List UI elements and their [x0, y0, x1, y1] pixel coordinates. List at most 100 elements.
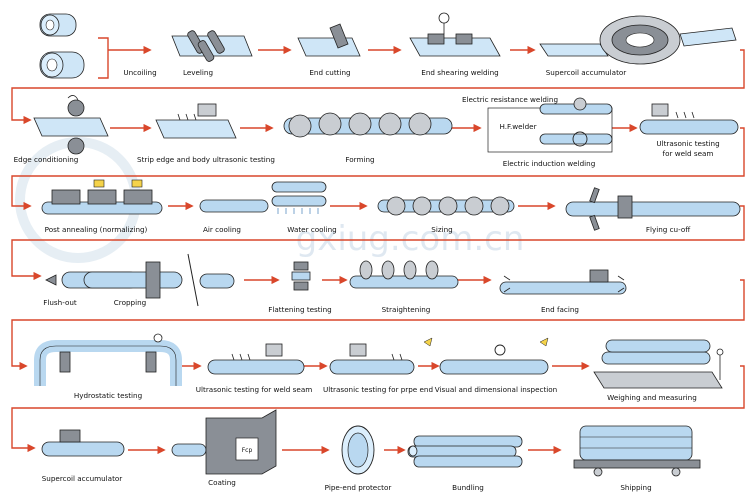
water-spray-icon — [271, 181, 327, 214]
step-label: Cropping — [114, 298, 146, 307]
step-label: Supercoil accumulator — [42, 474, 123, 483]
annealing-furnace-icon — [41, 179, 163, 215]
step-supercoil-accumulator-2: Supercoil accumulator — [41, 429, 125, 483]
step-label: Flying cu-off — [646, 225, 691, 234]
step-label: H.F.welder — [499, 122, 536, 131]
step-label: Flush-out — [43, 298, 77, 307]
step-label: Air cooling — [203, 225, 241, 234]
inspection-tools-icon — [423, 337, 549, 375]
step-label: Strip edge and body ultrasonic testing — [137, 155, 275, 164]
pipe-bundle-icon — [407, 435, 523, 468]
pipe-cap-icon — [41, 429, 125, 457]
step-weighing-measuring: Weighing and measuring — [593, 339, 724, 402]
pipe-icon — [199, 199, 269, 213]
step-label: Ultrasonic testing for prpe end — [323, 385, 433, 394]
ultrasonic-probe-icon — [329, 343, 415, 375]
facing-tool-icon — [499, 269, 627, 295]
ultrasonic-probe-icon — [639, 103, 739, 135]
forming-rolls-icon — [283, 112, 453, 138]
step-label: Shipping — [620, 483, 651, 492]
crop-saw-icon — [83, 253, 235, 307]
press-icon — [291, 261, 311, 291]
step-hydrostatic-testing: Hydrostatic testing — [34, 333, 182, 400]
welding-icon — [409, 12, 501, 57]
coating-chamber-icon: Fcp — [171, 409, 277, 475]
step-label: Weighing and measuring — [607, 393, 697, 402]
steel-coil-icon — [39, 13, 85, 79]
step-ut-weld-seam-2: Ultrasonic testing for weld seam — [196, 343, 312, 394]
step-label: for weld seam — [663, 149, 714, 158]
step-label: Electric resistance welding — [462, 95, 558, 104]
step-label: Visual and dimensional inspection — [435, 385, 557, 394]
step-leveling: Leveling — [171, 30, 253, 77]
step-shipping: Shipping — [573, 425, 701, 492]
step-coating: Fcp Coating — [171, 409, 277, 487]
step-label: Edge conditioning — [14, 155, 79, 164]
saw-cutter-icon — [565, 187, 741, 231]
step-label: Ultrasonic testing — [656, 139, 719, 148]
hydrostatic-rig-icon — [34, 333, 182, 386]
step-label: End facing — [541, 305, 579, 314]
step-pipe-end-protector: Pipe-end protector — [325, 425, 392, 492]
step-forming: Forming — [283, 112, 453, 164]
step-label: End shearing welding — [421, 68, 498, 77]
step-end-facing: End facing — [499, 269, 627, 314]
straightener-icon — [349, 260, 459, 289]
step-label: Straightening — [382, 305, 431, 314]
resistance-welding-icon — [539, 97, 613, 115]
step-label: Ultrasonic testing for weld seam — [196, 385, 312, 394]
step-flattening-testing: Flattening testing — [268, 261, 332, 314]
step-post-annealing: Post annealing (normalizing) — [41, 179, 163, 234]
step-welding-group: Electric resistance welding H.F.welder E… — [462, 95, 613, 168]
step-water-cooling: Water cooling — [271, 181, 337, 234]
step-label: Bundling — [452, 483, 484, 492]
ultrasonic-probe-icon — [155, 103, 237, 139]
flow-connectors — [11, 37, 745, 455]
ultrasonic-probe-icon — [207, 343, 305, 375]
edge-rollers-icon — [33, 95, 109, 155]
step-label: Forming — [345, 155, 374, 164]
step-straightening: Straightening — [349, 260, 459, 314]
step-label: Flattening testing — [268, 305, 331, 314]
coating-box-label: Fcp — [242, 447, 253, 454]
induction-welding-icon — [539, 131, 613, 147]
step-visual-inspection: Visual and dimensional inspection — [423, 337, 557, 394]
step-sizing: Sizing — [377, 196, 515, 234]
scale-icon — [593, 339, 724, 389]
step-edge-conditioning: Edge conditioning — [14, 95, 109, 164]
flow-arrow — [11, 127, 745, 211]
watermark-text: gxiug.com.cn — [296, 219, 525, 259]
step-label: Uncoiling — [123, 68, 156, 77]
step-label: Supercoil accumulator — [546, 68, 627, 77]
step-supercoil-accumulator-1: Supercoil accumulator — [539, 15, 737, 77]
step-bundling: Bundling — [407, 435, 523, 492]
step-label: Water cooling — [287, 225, 336, 234]
step-air-cooling: Air cooling — [199, 199, 269, 234]
shear-icon — [297, 23, 361, 57]
step-uncoiling: Uncoiling — [39, 13, 157, 79]
step-label: Sizing — [431, 225, 452, 234]
step-end-cutting: End cutting — [297, 23, 361, 77]
step-end-shearing-welding: End shearing welding — [409, 12, 501, 77]
accumulator-icon — [539, 15, 737, 65]
sizing-rolls-icon — [377, 196, 515, 216]
rail-wagon-icon — [573, 425, 701, 477]
step-label: Pipe-end protector — [325, 483, 392, 492]
flow-arrow — [11, 49, 745, 125]
flow-arrow — [11, 279, 745, 371]
flow-arrow — [11, 205, 745, 281]
step-label: Leveling — [183, 68, 213, 77]
step-cropping: Cropping — [83, 253, 235, 307]
step-label: Hydrostatic testing — [74, 391, 142, 400]
step-label: Post annealing (normalizing) — [45, 225, 148, 234]
step-ut-pipe-end: Ultrasonic testing for prpe end — [323, 343, 433, 394]
step-label: Electric induction welding — [503, 159, 596, 168]
step-label: End cutting — [309, 68, 350, 77]
step-strip-edge-ut: Strip edge and body ultrasonic testing — [137, 103, 275, 164]
welding-box — [487, 107, 613, 153]
step-ut-weld-seam-1: Ultrasonic testing for weld seam — [639, 103, 739, 158]
step-flying-cutoff: Flying cu-off — [565, 187, 741, 234]
step-label: Coating — [208, 478, 236, 487]
flow-arrow — [11, 365, 745, 453]
